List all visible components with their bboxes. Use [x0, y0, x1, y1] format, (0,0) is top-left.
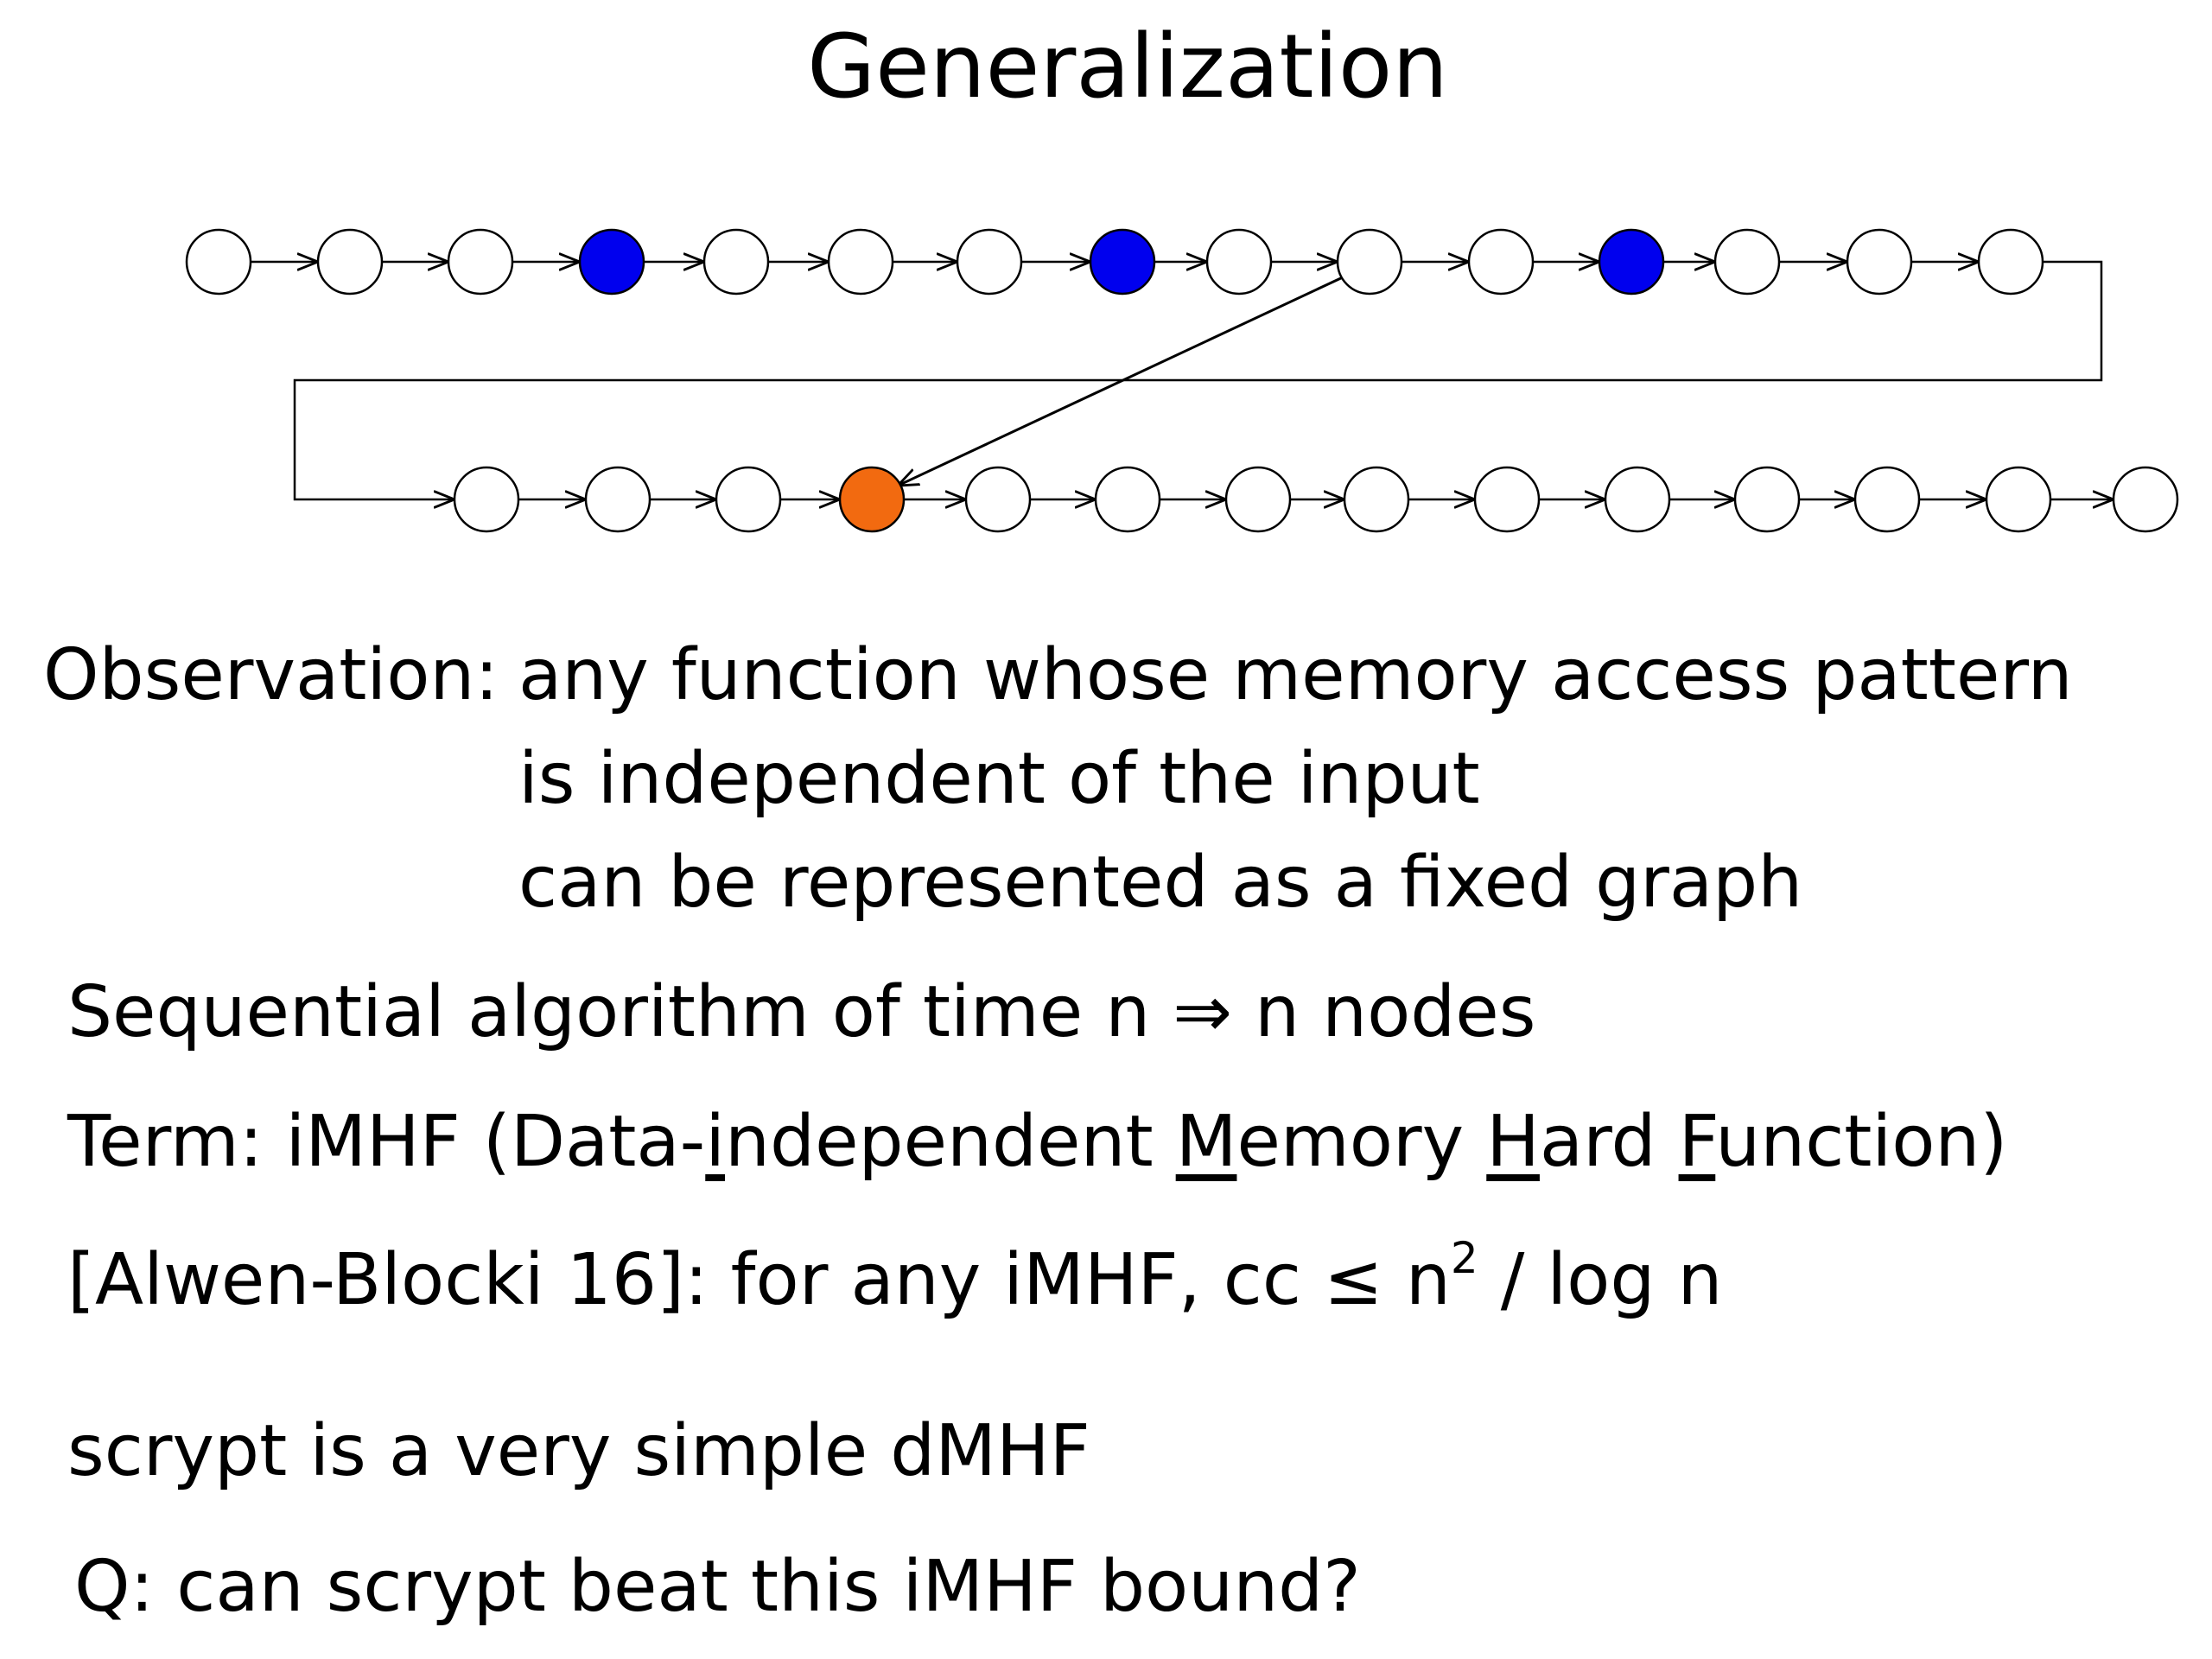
graph-node-row1-1: [316, 228, 384, 296]
graph-node-row2-9: [1604, 466, 1671, 533]
wrap-around-edge: [293, 260, 2103, 499]
underlined-f: F: [1678, 1101, 1716, 1183]
graph-node-row1-6: [956, 228, 1023, 296]
leq-symbol: ≤: [1324, 1239, 1383, 1321]
graph-node-row1-14: [1977, 228, 2044, 296]
exponent: 2: [1450, 1232, 1478, 1283]
term-definition: Term: iMHF (Data-independent Memory Hard…: [67, 1101, 2008, 1183]
implies-symbol: ⇒: [1173, 971, 1232, 1053]
underlined-m: M: [1175, 1101, 1237, 1183]
alwen-blocki-bound: [Alwen-Blocki 16]: for any iMHF, cc ≤ n2…: [67, 1232, 1723, 1321]
graph-node-row1-9: [1336, 228, 1403, 296]
graph-node-row2-11: [1853, 466, 1921, 533]
graph-node-row2-6: [1224, 466, 1292, 533]
graph-node-row2-13: [2112, 466, 2179, 533]
scrypt-statement: scrypt is a very simple dMHF: [67, 1410, 1090, 1492]
observation-line-3: can be represented as a fixed graph: [518, 842, 1803, 924]
sequential-before: Sequential algorithm of time n: [67, 971, 1151, 1053]
underlined-i: i: [705, 1101, 726, 1183]
graph-node-row1-11: [1598, 228, 1665, 296]
graph-node-row2-4: [964, 466, 1032, 533]
graph-node-row2-5: [1094, 466, 1161, 533]
graph-node-row2-12: [1985, 466, 2052, 533]
graph-node-row2-2: [715, 466, 782, 533]
observation-line-2: is independent of the input: [518, 738, 1480, 820]
graph-node-row1-5: [827, 228, 894, 296]
sequential-after: n nodes: [1255, 971, 1536, 1053]
graph-node-row1-0: [185, 228, 252, 296]
graph-node-row1-3: [578, 228, 645, 296]
graph-node-row1-12: [1713, 228, 1781, 296]
graph-node-row1-2: [447, 228, 514, 296]
page-title: Generalization: [807, 16, 1448, 118]
underlined-h: H: [1486, 1101, 1540, 1183]
observation-label: Observation:: [43, 634, 499, 716]
dependency-edge: [898, 272, 1351, 486]
graph-node-row1-10: [1467, 228, 1535, 296]
graph-node-row2-10: [1733, 466, 1801, 533]
graph-node-row2-7: [1343, 466, 1410, 533]
graph-node-row2-0: [453, 466, 520, 533]
question: Q: can scrypt beat this iMHF bound?: [74, 1546, 1361, 1628]
graph-node-row1-4: [702, 228, 770, 296]
graph-node-row1-7: [1089, 228, 1156, 296]
observation-line-1: any function whose memory access pattern: [518, 634, 2073, 716]
graph-node-row1-13: [1846, 228, 1913, 296]
sequential-statement: Sequential algorithm of time n ⇒ n nodes: [67, 969, 1535, 1056]
graph-node-row1-8: [1205, 228, 1273, 296]
graph-node-row2-8: [1473, 466, 1541, 533]
graph-node-row2-3: [838, 466, 906, 533]
graph-node-row2-1: [584, 466, 652, 533]
